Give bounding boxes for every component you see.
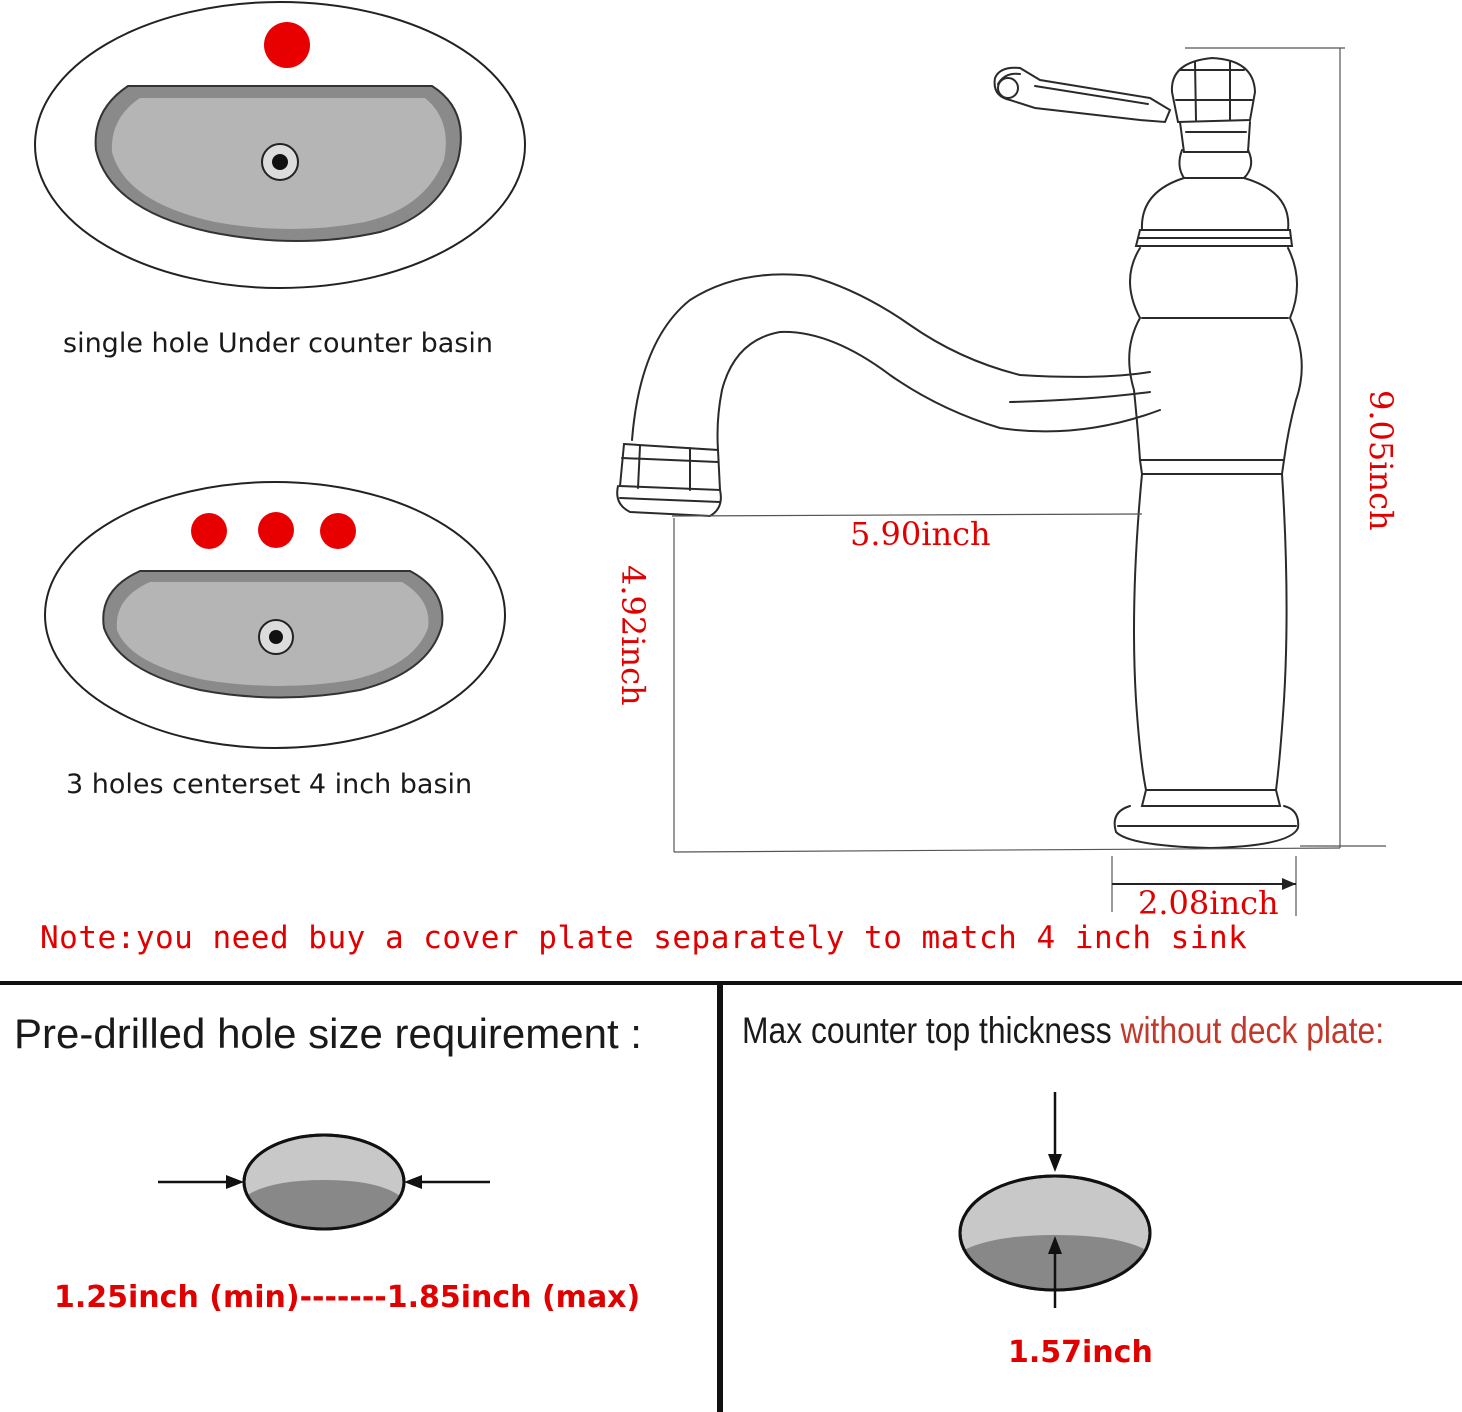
dimension-lines [671, 47, 1386, 916]
faucet-hole-marker [191, 513, 227, 549]
hole-requirement-title: Pre-drilled hole size requirement : [14, 1010, 642, 1057]
total-height-label: 9.05inch [1362, 390, 1400, 531]
counter-thickness-title: Max counter top thickness without deck p… [742, 1010, 1384, 1052]
spout-height-label: 4.92inch [614, 565, 652, 706]
counter-thickness-title-highlight: without deck plate: [1120, 1010, 1385, 1051]
faucet-hole-marker [258, 512, 294, 548]
hole-size-range: 1.25inch (min)-------1.85inch (max) [54, 1280, 641, 1315]
single-hole-caption: single hole Under counter basin [63, 328, 493, 359]
arrow-left-icon [404, 1175, 422, 1189]
arrow-up-icon [1048, 1236, 1062, 1254]
arrow-down-icon [1048, 1154, 1062, 1172]
faucet-sketch [616, 56, 1303, 850]
predrilled-hole-diagram [158, 1133, 490, 1231]
arrow-right-icon [226, 1175, 244, 1189]
counter-thickness-value: 1.57inch [1008, 1335, 1153, 1370]
spout-reach-label: 5.90inch [850, 515, 991, 553]
faucet-hole-marker [264, 22, 310, 68]
three-hole-basin [44, 481, 506, 749]
single-hole-basin [34, 1, 526, 289]
counter-thickness-title-prefix: Max counter top thickness [742, 1010, 1121, 1051]
three-hole-caption: 3 holes centerset 4 inch basin [66, 769, 473, 800]
faucet-hole-marker [320, 513, 356, 549]
cover-plate-note: Note:you need buy a cover plate separate… [40, 920, 1248, 956]
base-diameter-label: 2.08inch [1138, 884, 1279, 922]
counter-thickness-diagram [958, 1092, 1152, 1308]
